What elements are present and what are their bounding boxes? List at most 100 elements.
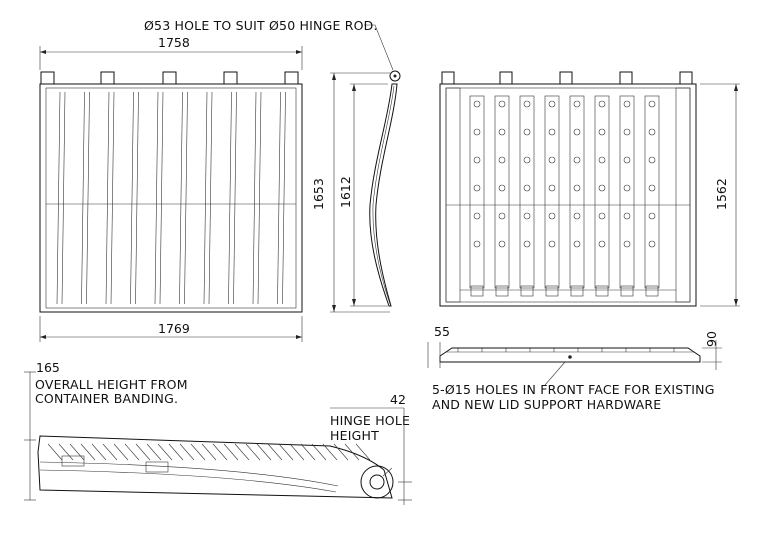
rib-line xyxy=(184,91,188,305)
hole-marker xyxy=(573,128,581,136)
rib-line xyxy=(159,91,164,305)
rib xyxy=(494,95,510,289)
top-view: 1758 1769 xyxy=(39,35,303,342)
hole-marker xyxy=(473,156,481,164)
hole-marker xyxy=(623,212,631,220)
hole-marker xyxy=(548,100,556,108)
hatch-line xyxy=(311,443,327,461)
hole-marker xyxy=(523,184,531,192)
rib-line xyxy=(110,91,115,305)
dim-overall-height: 165 xyxy=(36,360,60,375)
hole-marker xyxy=(523,128,531,136)
rib-foot xyxy=(520,285,534,297)
hole-marker xyxy=(648,156,656,164)
rib-line xyxy=(282,91,286,305)
rib-foot xyxy=(495,285,509,297)
note-hinge-height-line2: HEIGHT xyxy=(330,428,379,443)
hatch-line xyxy=(124,443,140,461)
hatch-line xyxy=(300,443,316,461)
hole-marker xyxy=(573,240,581,248)
hatch-line xyxy=(212,443,228,461)
rib xyxy=(619,95,635,289)
rib-line xyxy=(252,91,257,305)
hole-marker xyxy=(573,212,581,220)
dim-bottom-width: 1769 xyxy=(158,321,190,336)
note-hinge-height-line1: HINGE HOLE xyxy=(330,413,410,428)
hatch-line xyxy=(146,443,162,461)
dim-top-width: 1758 xyxy=(158,35,190,50)
rib xyxy=(594,95,610,289)
hatch-line xyxy=(179,443,195,461)
rib xyxy=(469,95,485,289)
hatch-line xyxy=(69,443,85,461)
rib-line xyxy=(130,91,134,305)
hole-marker xyxy=(598,128,606,136)
rib-line xyxy=(56,91,61,305)
hole-marker xyxy=(548,240,556,248)
hole-marker xyxy=(523,156,531,164)
hatch-line xyxy=(168,443,184,461)
rib-line xyxy=(179,91,183,305)
hole-marker xyxy=(598,240,606,248)
hole-marker xyxy=(573,100,581,108)
rib-line xyxy=(154,91,159,305)
hatch-line xyxy=(267,443,283,461)
dim-side-length: 1612 xyxy=(338,176,353,208)
hatch-line xyxy=(91,443,107,461)
hole-marker xyxy=(623,184,631,192)
hole-marker xyxy=(473,212,481,220)
hatch-line xyxy=(322,443,338,461)
rib-line xyxy=(135,91,139,305)
hatch-line xyxy=(201,443,217,461)
hatch-line xyxy=(245,443,261,461)
rib xyxy=(644,95,660,289)
note-holes-line2: AND NEW LID SUPPORT HARDWARE xyxy=(432,397,661,412)
dim-hinge-height: 42 xyxy=(390,392,406,407)
hatch-line xyxy=(256,443,272,461)
hole-marker xyxy=(473,240,481,248)
hole-marker xyxy=(573,156,581,164)
hole-marker xyxy=(598,184,606,192)
hole-marker xyxy=(498,240,506,248)
rib xyxy=(519,95,535,289)
hole-marker xyxy=(598,100,606,108)
rib-foot xyxy=(545,285,559,297)
hole-marker xyxy=(573,184,581,192)
rib-line xyxy=(81,91,85,305)
hatch-line xyxy=(47,443,63,461)
hole-marker xyxy=(598,212,606,220)
hatch-line xyxy=(344,443,360,461)
hole-marker xyxy=(498,184,506,192)
note-hinge-hole: Ø53 HOLE TO SUIT Ø50 HINGE ROD. xyxy=(144,18,378,33)
hole-marker xyxy=(498,128,506,136)
hole-marker xyxy=(548,156,556,164)
note-overall-height-line1: OVERALL HEIGHT FROM xyxy=(35,377,188,392)
rib-foot xyxy=(620,285,634,297)
rib-foot xyxy=(595,285,609,297)
hatch-line xyxy=(223,443,239,461)
dim-edge-offset: 55 xyxy=(434,324,450,339)
hole-marker xyxy=(648,240,656,248)
hatch-line xyxy=(234,443,250,461)
hole-marker xyxy=(623,156,631,164)
hatch-line xyxy=(157,443,173,461)
underside-view: 1562 xyxy=(439,71,740,307)
hatch-line xyxy=(333,443,349,461)
hatch-line xyxy=(190,443,206,461)
hole-marker xyxy=(473,128,481,136)
hole-marker xyxy=(473,100,481,108)
rib-foot xyxy=(470,285,484,297)
hole-marker xyxy=(473,184,481,192)
hole-marker xyxy=(623,100,631,108)
hole-marker xyxy=(548,128,556,136)
rib-line xyxy=(208,91,213,305)
hole-marker xyxy=(548,184,556,192)
front-edge-view: 55 90 5-Ø15 HOLES IN FRONT FACE FOR EXIS… xyxy=(427,324,722,412)
rib-line xyxy=(203,91,208,305)
rib xyxy=(544,95,560,289)
note-holes-line1: 5-Ø15 HOLES IN FRONT FACE FOR EXISTING xyxy=(432,382,715,397)
hatch-line xyxy=(58,443,74,461)
hole-marker xyxy=(623,128,631,136)
dim-edge-height: 90 xyxy=(704,331,719,347)
